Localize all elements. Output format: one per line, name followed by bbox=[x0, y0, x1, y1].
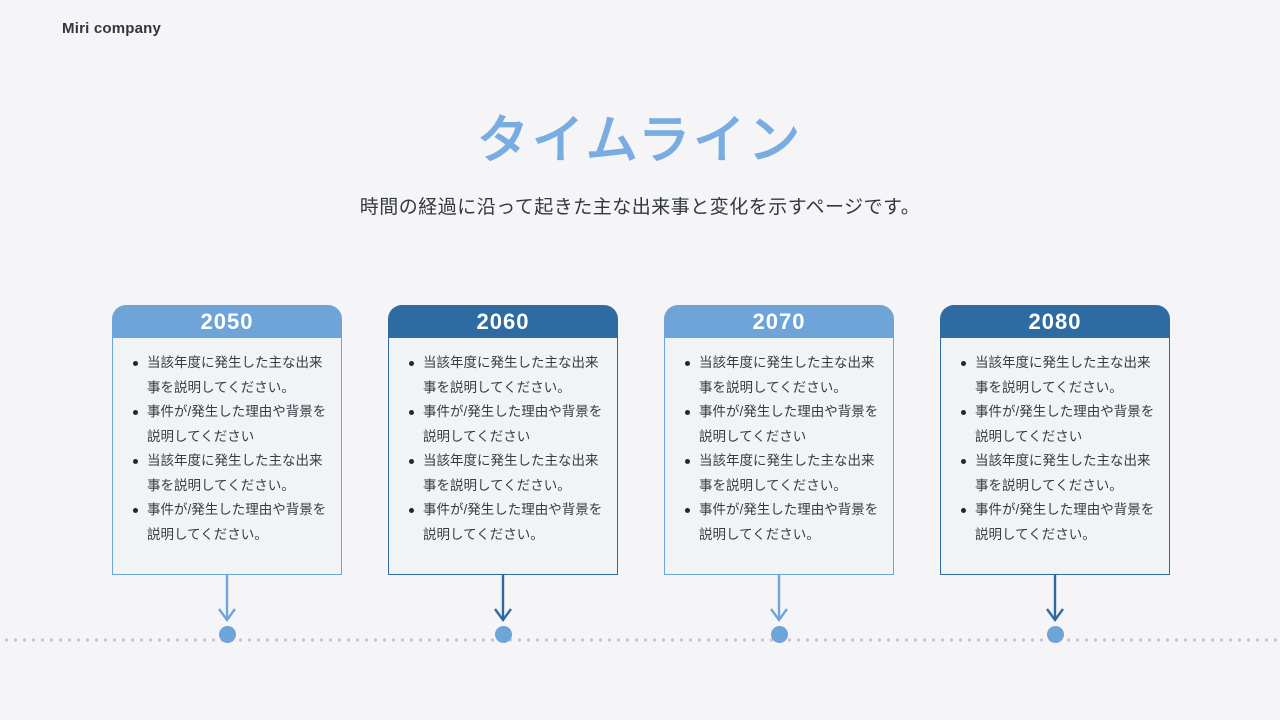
page-title: タイムライン bbox=[476, 112, 804, 170]
timeline-card-2080: 2080 当該年度に発生した主な出来事を説明してください。 事件が/発生した理由… bbox=[940, 305, 1170, 575]
timeline-card-2050: 2050 当該年度に発生した主な出来事を説明してください。 事件が/発生した理由… bbox=[112, 305, 342, 575]
company-logo: Miri company bbox=[62, 20, 162, 37]
timeline-dot bbox=[770, 626, 788, 643]
bullet-item: 事件が/発生した理由や背景を説明してください。 bbox=[959, 498, 1155, 547]
page-subtitle: 時間の経過に沿って起きた主な出来事と変化を示すページです。 bbox=[359, 196, 921, 218]
timeline-column-2050: 2050 当該年度に発生した主な出来事を説明してください。 事件が/発生した理由… bbox=[112, 305, 342, 643]
down-arrow-icon bbox=[218, 575, 236, 623]
timeline-cards-row: 2050 当該年度に発生した主な出来事を説明してください。 事件が/発生した理由… bbox=[0, 305, 1280, 643]
card-year-label: 2080 bbox=[940, 305, 1170, 338]
timeline-card-2060: 2060 当該年度に発生した主な出来事を説明してください。 事件が/発生した理由… bbox=[388, 305, 618, 575]
timeline-axis bbox=[0, 633, 1280, 647]
bullet-item: 事件が/発生した理由や背景を説明してください bbox=[407, 400, 603, 449]
bullet-item: 当該年度に発生した主な出来事を説明してください。 bbox=[131, 449, 327, 498]
timeline-dot bbox=[1046, 626, 1064, 643]
down-arrow-icon bbox=[494, 575, 512, 623]
bullet-item: 事件が/発生した理由や背景を説明してください。 bbox=[683, 498, 879, 547]
card-year-label: 2050 bbox=[112, 305, 342, 338]
timeline-dot bbox=[494, 626, 512, 643]
bullet-item: 当該年度に発生した主な出来事を説明してください。 bbox=[683, 449, 879, 498]
down-arrow-icon bbox=[1046, 575, 1064, 623]
bullet-item: 当該年度に発生した主な出来事を説明してください。 bbox=[959, 351, 1155, 400]
timeline-column-2060: 2060 当該年度に発生した主な出来事を説明してください。 事件が/発生した理由… bbox=[388, 305, 618, 643]
card-year-label: 2070 bbox=[664, 305, 894, 338]
timeline-dot bbox=[218, 626, 236, 643]
bullet-item: 当該年度に発生した主な出来事を説明してください。 bbox=[683, 351, 879, 400]
down-arrow-icon bbox=[770, 575, 788, 623]
bullet-item: 当該年度に発生した主な出来事を説明してください。 bbox=[131, 351, 327, 400]
card-bullet-list: 当該年度に発生した主な出来事を説明してください。 事件が/発生した理由や背景を説… bbox=[388, 338, 618, 575]
bullet-item: 当該年度に発生した主な出来事を説明してください。 bbox=[407, 449, 603, 498]
timeline-column-2070: 2070 当該年度に発生した主な出来事を説明してください。 事件が/発生した理由… bbox=[664, 305, 894, 643]
card-bullet-list: 当該年度に発生した主な出来事を説明してください。 事件が/発生した理由や背景を説… bbox=[940, 338, 1170, 575]
bullet-item: 事件が/発生した理由や背景を説明してください bbox=[959, 400, 1155, 449]
card-bullet-list: 当該年度に発生した主な出来事を説明してください。 事件が/発生した理由や背景を説… bbox=[112, 338, 342, 575]
bullet-item: 事件が/発生した理由や背景を説明してください。 bbox=[407, 498, 603, 547]
bullet-item: 事件が/発生した理由や背景を説明してください bbox=[131, 400, 327, 449]
slide-header: タイムライン 時間の経過に沿って起きた主な出来事と変化を示すページです。 bbox=[0, 112, 1280, 219]
bullet-item: 当該年度に発生した主な出来事を説明してください。 bbox=[407, 351, 603, 400]
timeline-card-2070: 2070 当該年度に発生した主な出来事を説明してください。 事件が/発生した理由… bbox=[664, 305, 894, 575]
card-bullet-list: 当該年度に発生した主な出来事を説明してください。 事件が/発生した理由や背景を説… bbox=[664, 338, 894, 575]
card-year-label: 2060 bbox=[388, 305, 618, 338]
bullet-item: 事件が/発生した理由や背景を説明してください。 bbox=[131, 498, 327, 547]
timeline-column-2080: 2080 当該年度に発生した主な出来事を説明してください。 事件が/発生した理由… bbox=[940, 305, 1170, 643]
bullet-item: 事件が/発生した理由や背景を説明してください bbox=[683, 400, 879, 449]
timeline: 2050 当該年度に発生した主な出来事を説明してください。 事件が/発生した理由… bbox=[0, 305, 1280, 665]
bullet-item: 当該年度に発生した主な出来事を説明してください。 bbox=[959, 449, 1155, 498]
